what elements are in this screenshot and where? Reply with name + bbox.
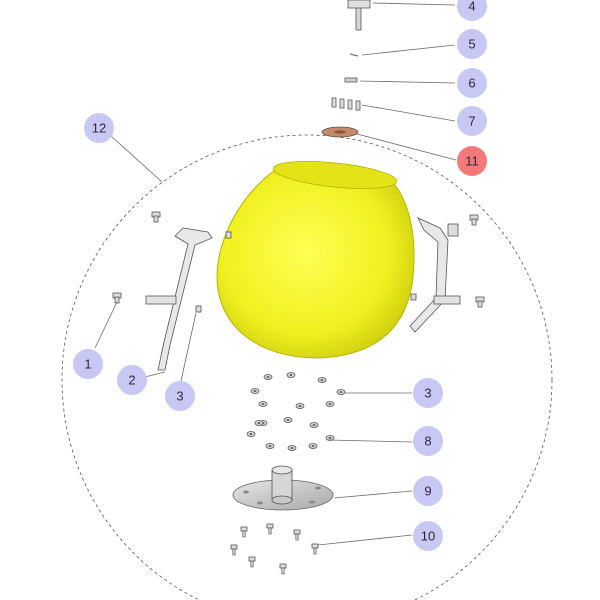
svg-text:2: 2 xyxy=(128,373,135,388)
svg-text:12: 12 xyxy=(92,121,106,136)
svg-text:3: 3 xyxy=(424,386,431,401)
part-10-bolts xyxy=(230,523,319,575)
svg-text:11: 11 xyxy=(465,154,479,169)
svg-text:5: 5 xyxy=(468,37,475,52)
callout-7: 7 xyxy=(457,106,487,136)
part-5-pin xyxy=(349,53,359,57)
svg-text:3: 3 xyxy=(176,389,183,404)
callout-5: 5 xyxy=(457,29,487,59)
part-7-screws xyxy=(331,97,361,111)
callout-4: 4 xyxy=(457,0,487,21)
callout-3-left: 3 xyxy=(165,381,195,411)
part-2-left-handle xyxy=(145,227,213,371)
bolt-head xyxy=(240,526,248,532)
callout-10: 10 xyxy=(413,521,443,551)
drum-body xyxy=(216,161,415,359)
bolt-head xyxy=(248,556,256,562)
assembly-boundary-circle xyxy=(61,134,553,600)
leader-lines xyxy=(94,2,457,546)
callout-1: 1 xyxy=(73,349,103,379)
part-4-shaft xyxy=(347,0,371,31)
bolt-head xyxy=(293,529,301,535)
part-3-nuts-upper xyxy=(195,231,417,313)
part-1-bolts xyxy=(112,211,485,308)
part-8-washers xyxy=(246,417,335,451)
bolt-head xyxy=(311,543,319,549)
svg-text:7: 7 xyxy=(468,114,475,129)
callout-2: 2 xyxy=(117,365,147,395)
part-6-key xyxy=(344,77,358,83)
svg-text:9: 9 xyxy=(424,484,431,499)
svg-text:4: 4 xyxy=(468,0,475,14)
callout-12: 12 xyxy=(84,113,114,143)
part-9-flange xyxy=(232,465,334,511)
right-handle xyxy=(409,217,461,333)
bolt-head xyxy=(266,523,274,529)
svg-text:1: 1 xyxy=(84,357,91,372)
callout-9: 9 xyxy=(413,476,443,506)
callout-3-right: 3 xyxy=(413,378,443,408)
svg-text:6: 6 xyxy=(468,76,475,91)
callout-11: 11 xyxy=(457,146,487,176)
callout-8: 8 xyxy=(413,426,443,456)
part-3-nuts-lower xyxy=(250,372,346,409)
svg-text:10: 10 xyxy=(421,529,435,544)
callout-6: 6 xyxy=(457,68,487,98)
bolt-head xyxy=(279,563,287,569)
svg-text:8: 8 xyxy=(424,434,431,449)
bolt-head xyxy=(230,544,238,550)
